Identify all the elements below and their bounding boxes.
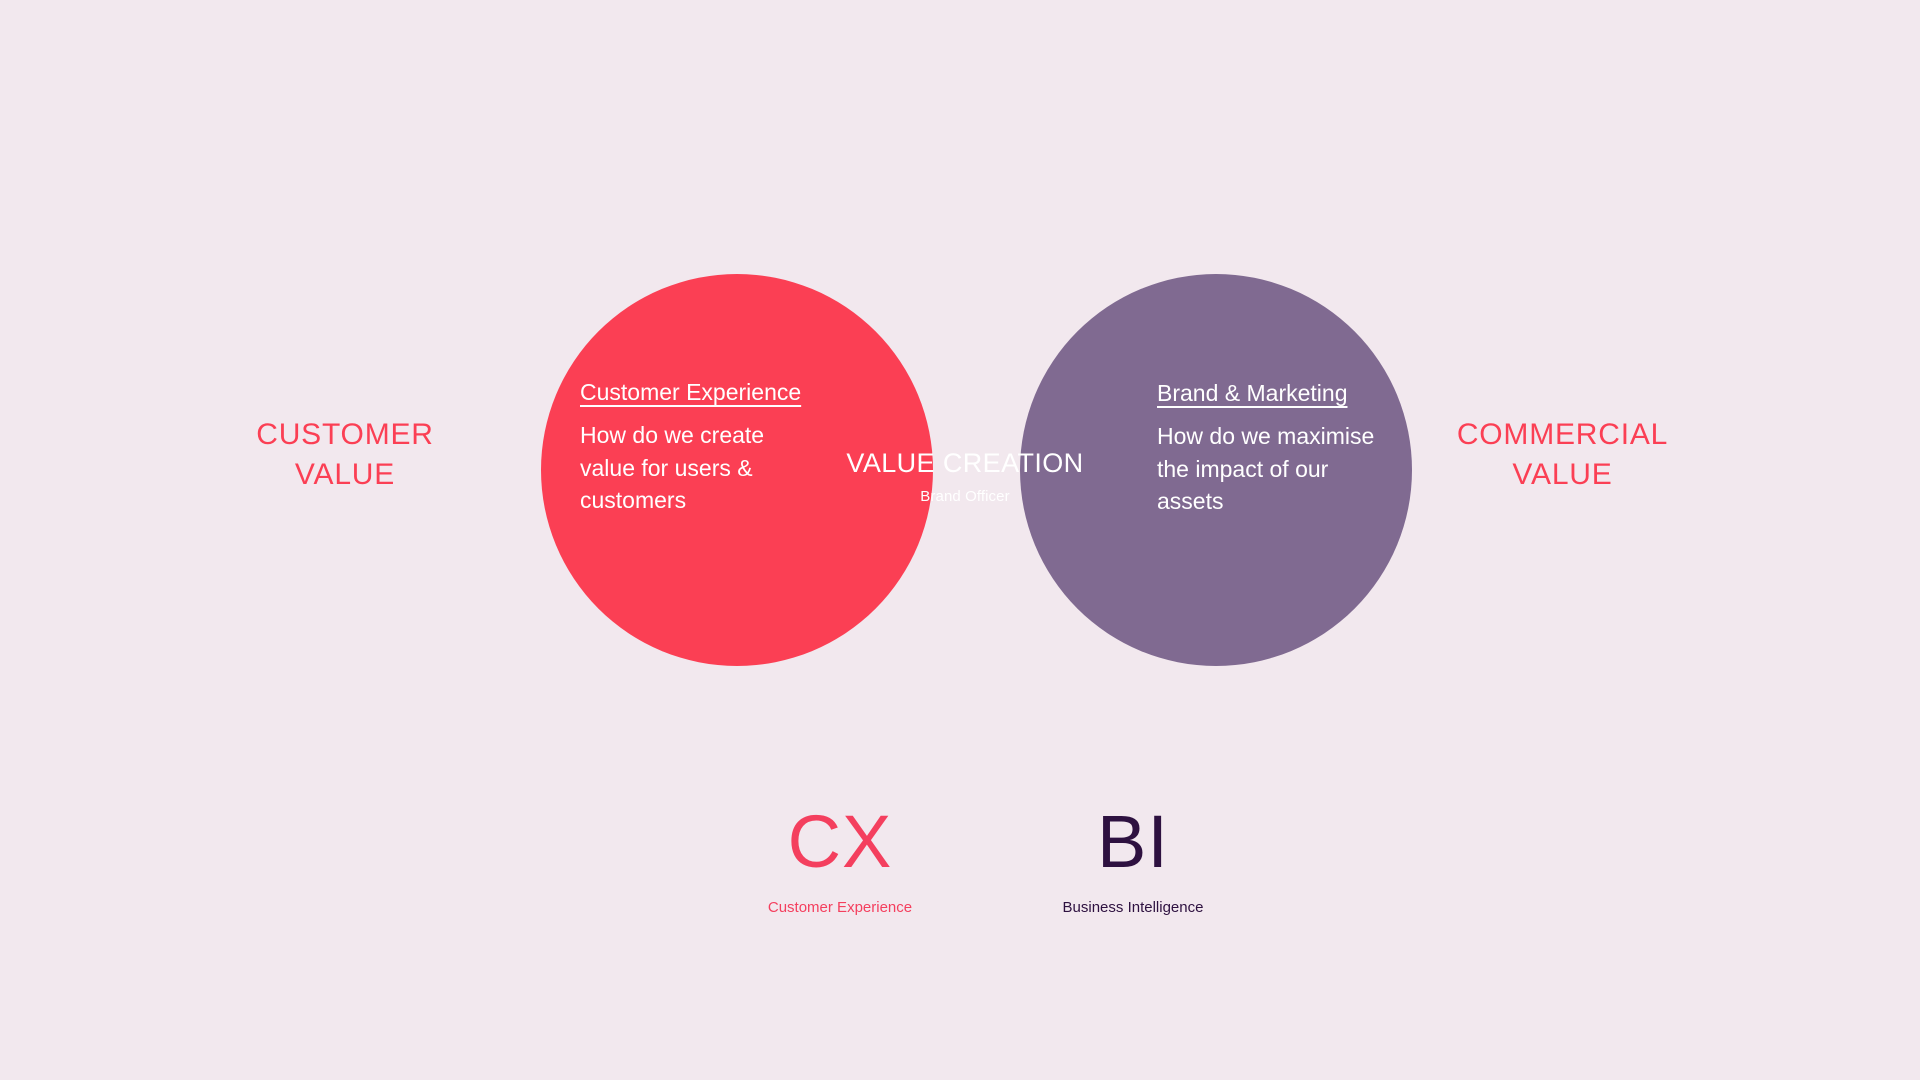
left-circle-content: Customer Experience How do we create val… — [580, 378, 815, 517]
axis-label-commercial-value: COMMERCIAL VALUE — [1456, 418, 1669, 491]
legend-item-bi: BI Business Intelligence — [1003, 800, 1263, 917]
left-circle-heading: Customer Experience — [580, 379, 802, 405]
legend-item-cx: CX Customer Experience — [710, 800, 970, 917]
left-circle-shape — [541, 274, 933, 666]
axis-label-customer-value: CUSTOMER VALUE — [256, 418, 434, 491]
legend-caption-bi: Business Intelligence — [1062, 899, 1204, 916]
overlap-title: VALUE CREATION — [846, 448, 1084, 478]
legend-acronym-bi: BI — [1097, 800, 1169, 883]
right-circle-content: Brand & Marketing How do we maximise the… — [1157, 379, 1392, 518]
right-circle-heading: Brand & Marketing — [1157, 380, 1348, 406]
overlap-subtitle: Brand Officer — [920, 488, 1010, 506]
overlap-content: VALUE CREATION Brand Officer — [800, 447, 1130, 505]
left-circle-body: How do we create value for users & custo… — [580, 421, 765, 514]
right-circle-shape — [1020, 274, 1412, 666]
right-circle-body: How do we maximise the impact of our ass… — [1157, 422, 1375, 515]
legend-caption-cx: Customer Experience — [767, 899, 913, 916]
legend-acronym-cx: CX — [787, 800, 893, 883]
